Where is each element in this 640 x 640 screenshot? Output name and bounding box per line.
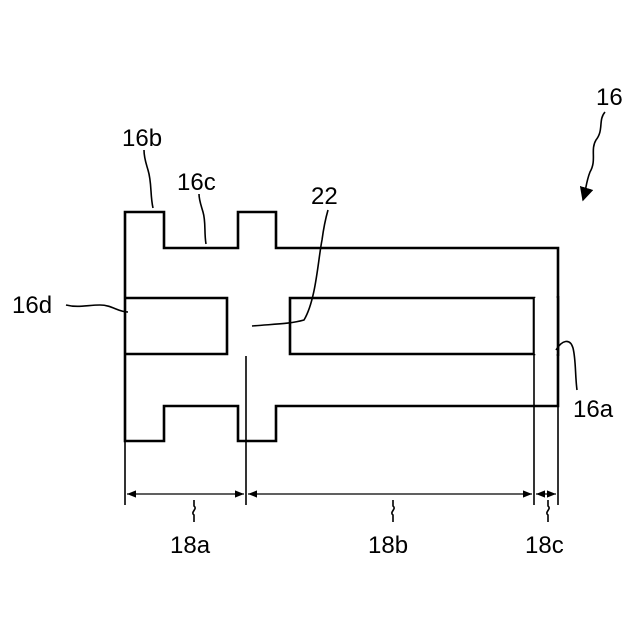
- label-16: 16: [596, 84, 623, 111]
- leader-18b: [392, 500, 394, 522]
- label-16d: 16d: [12, 292, 52, 319]
- label-16b: 16b: [122, 125, 162, 152]
- label-18a: 18a: [170, 532, 211, 559]
- bore-right-opening: [534, 298, 558, 354]
- label-22: 22: [311, 183, 338, 210]
- label-18c: 18c: [525, 532, 564, 559]
- leader-16c: [199, 194, 206, 244]
- leader-18a: [193, 500, 195, 522]
- label-18b: 18b: [368, 532, 408, 559]
- leader-18c: [547, 500, 549, 522]
- label-16a: 16a: [573, 396, 614, 423]
- label-16c: 16c: [177, 169, 216, 196]
- leader-16d: [66, 305, 128, 312]
- part-reference-arrow: [583, 112, 605, 200]
- part-body-section: [125, 212, 558, 441]
- leader-16b: [144, 150, 153, 208]
